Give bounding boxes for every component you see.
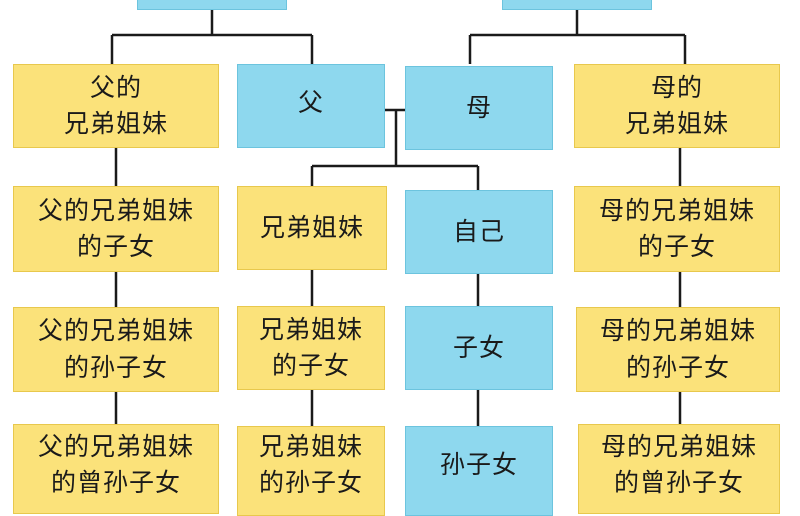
box-label-line1: 父的 [89,72,142,102]
box-label-line1: 母的 [650,72,703,102]
father-sibling-children-box: 父的兄弟姐妹 的子女 [13,186,219,272]
box-label-line1: 兄弟姐妹 [258,314,363,344]
box-label: 母 [465,92,492,122]
box-label-line1: 父的兄弟姐妹 [37,316,194,346]
box-label-line2: 的子女 [76,232,155,261]
grandparents-maternal-box [502,0,652,10]
box-label-line2: 的曾孙子女 [613,468,744,498]
box-label-line2: 的子女 [637,232,716,261]
sibling-children-box: 兄弟姐妹 的子女 [237,306,385,390]
mother-siblings-box: 母的 兄弟姐妹 [574,64,780,148]
box-label-line1: 母的兄弟姐妹 [600,432,757,461]
box-label-line2: 的子女 [271,351,350,380]
siblings-box: 兄弟姐妹 [237,186,387,270]
self-box: 自己 [405,190,553,274]
box-label: 子女 [452,332,505,362]
grandparents-paternal-box [137,0,287,10]
sibling-grandchildren-box: 兄弟姐妹 的孙子女 [237,426,385,516]
mother-box: 母 [405,66,553,150]
grandchildren-box: 孙子女 [405,426,553,516]
mother-sibling-children-box: 母的兄弟姐妹 的子女 [574,186,780,272]
father-sibling-great-grandchildren-box: 父的兄弟姐妹 的曾孙子女 [13,424,219,514]
children-box: 子女 [405,306,553,390]
box-label-line1: 母的兄弟姐妹 [598,195,755,225]
box-label-line2: 的孙子女 [625,352,730,382]
box-label: 孙子女 [439,450,518,479]
connector-lines [110,10,687,426]
mother-sibling-grandchildren-box: 母的兄弟姐妹 的孙子女 [576,307,780,392]
box-label: 兄弟姐妹 [259,212,364,242]
box-label-line1: 母的兄弟姐妹 [599,316,756,346]
box-label-line2: 兄弟姐妹 [63,109,168,138]
box-label-line2: 的孙子女 [258,468,363,498]
box-label-line1: 父的兄弟姐妹 [37,432,194,461]
box-label: 自己 [452,216,505,246]
father-box: 父 [237,64,385,148]
father-siblings-box: 父的 兄弟姐妹 [13,64,219,148]
mother-sibling-great-grandchildren-box: 母的兄弟姐妹 的曾孙子女 [578,424,780,514]
father-sibling-grandchildren-box: 父的兄弟姐妹 的孙子女 [13,307,219,392]
box-label-line2: 兄弟姐妹 [624,109,729,138]
box-label-line1: 兄弟姐妹 [258,432,363,461]
box-label-line2: 的孙子女 [63,352,168,382]
box-label-line2: 的曾孙子女 [50,468,181,498]
box-label-line1: 父的兄弟姐妹 [37,195,194,225]
box-label: 父 [297,88,324,117]
